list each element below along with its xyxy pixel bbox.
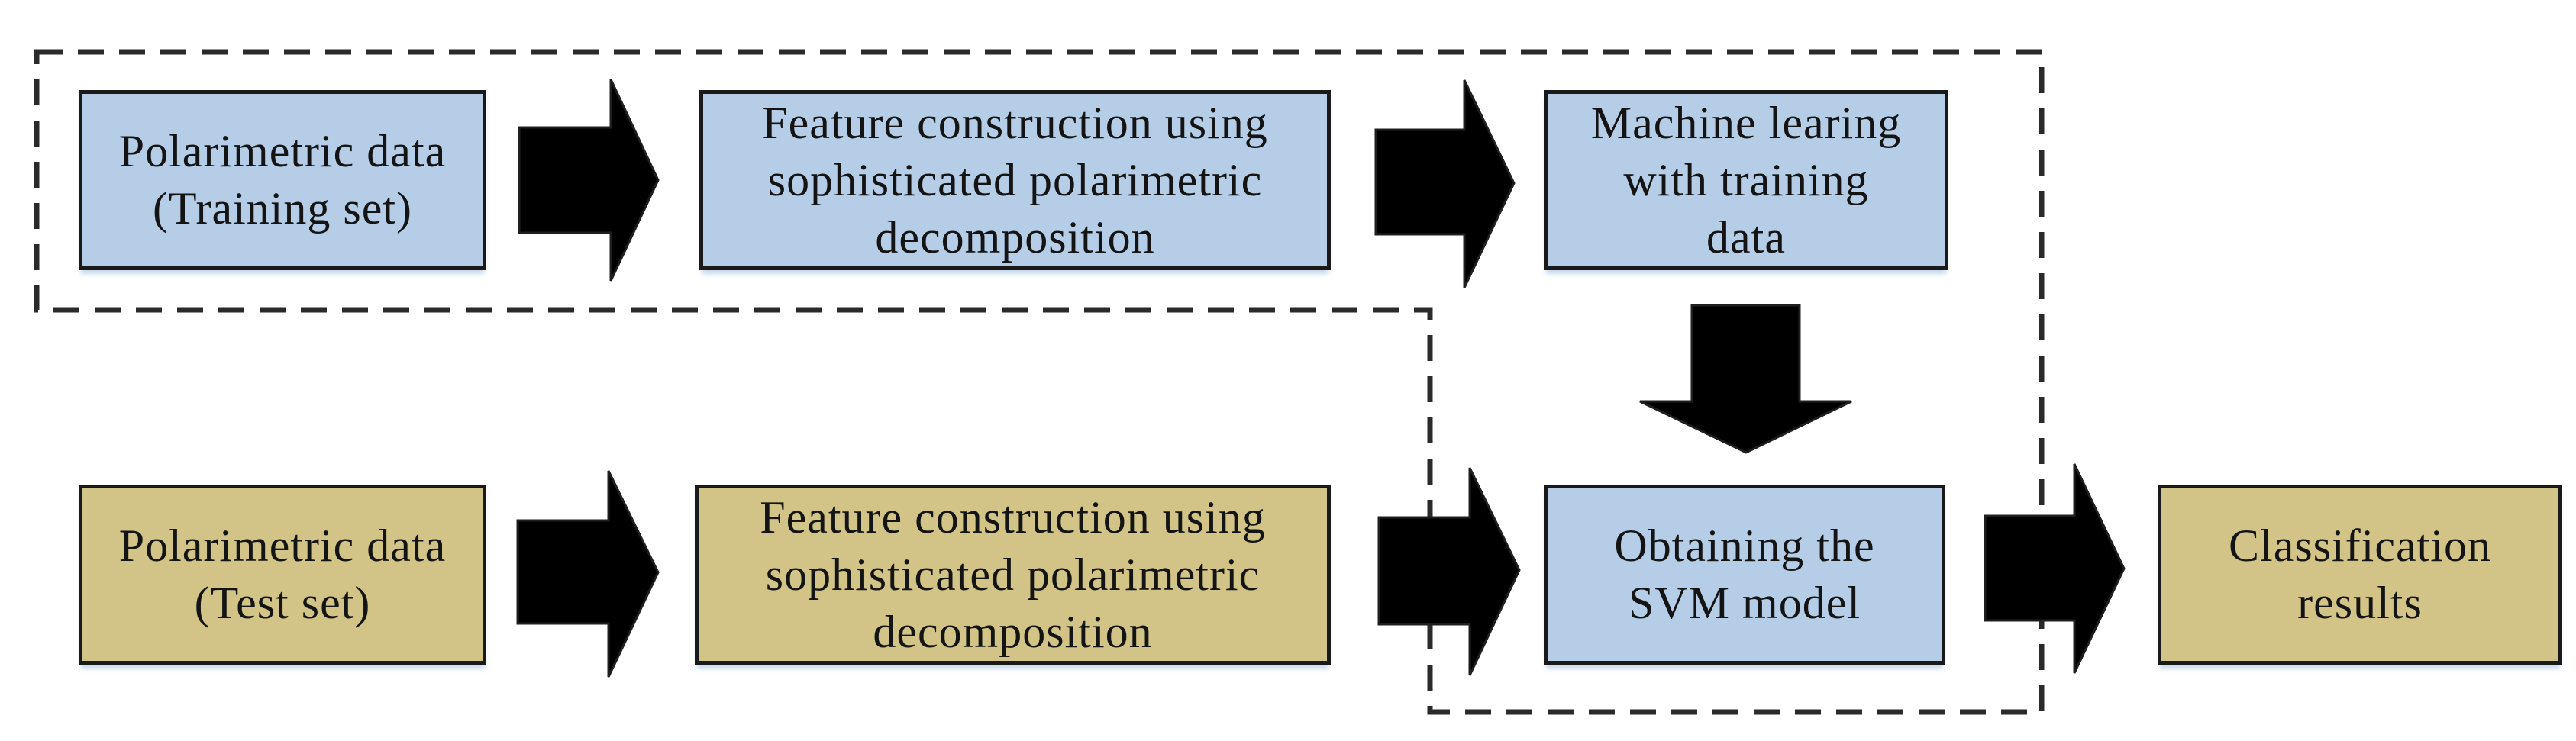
box-label-line: data	[1706, 211, 1786, 263]
box-label-line: Polarimetric data	[118, 126, 447, 176]
box-label-line: decomposition	[873, 606, 1153, 657]
arrow-down-icon	[1639, 304, 1852, 454]
box-label-line: Feature construction using	[762, 97, 1268, 148]
feature-construction-test-box: Feature construction using sophisticated…	[695, 485, 1331, 665]
box-label-line: sophisticated polarimetric	[765, 549, 1261, 600]
svm-model-box: Obtaining the SVM model	[1544, 485, 1945, 665]
arrow-right-icon	[1374, 79, 1516, 288]
box-label-line: (Training set)	[152, 183, 413, 234]
arrow-right-icon	[518, 79, 660, 282]
box-label-line: decomposition	[875, 211, 1155, 263]
box-label-line: Feature construction using	[760, 491, 1266, 543]
box-label-line: Classification	[2229, 520, 2491, 571]
box-label-line: sophisticated polarimetric	[767, 154, 1263, 205]
polarimetric-test-box: Polarimetric data (Test set)	[79, 485, 486, 665]
machine-learning-box: Machine learing with training data	[1544, 90, 1948, 270]
box-label-line: with training	[1623, 154, 1869, 205]
dashed-training-boundary	[34, 49, 2045, 715]
arrow-right-icon	[516, 470, 660, 678]
box-label-line: Polarimetric data	[118, 520, 447, 571]
arrow-right-icon	[1377, 467, 1521, 676]
arrow-right-icon	[1984, 463, 2126, 674]
feature-construction-training-box: Feature construction using sophisticated…	[699, 90, 1331, 270]
box-label-line: (Test set)	[194, 578, 371, 628]
box-label-line: SVM model	[1628, 578, 1861, 628]
box-label-line: results	[2297, 578, 2423, 628]
polarimetric-training-box: Polarimetric data (Training set)	[79, 90, 486, 270]
classification-results-box: Classification results	[2158, 485, 2562, 665]
box-label-line: Obtaining the	[1614, 520, 1875, 571]
box-label-line: Machine learing	[1590, 97, 1902, 148]
